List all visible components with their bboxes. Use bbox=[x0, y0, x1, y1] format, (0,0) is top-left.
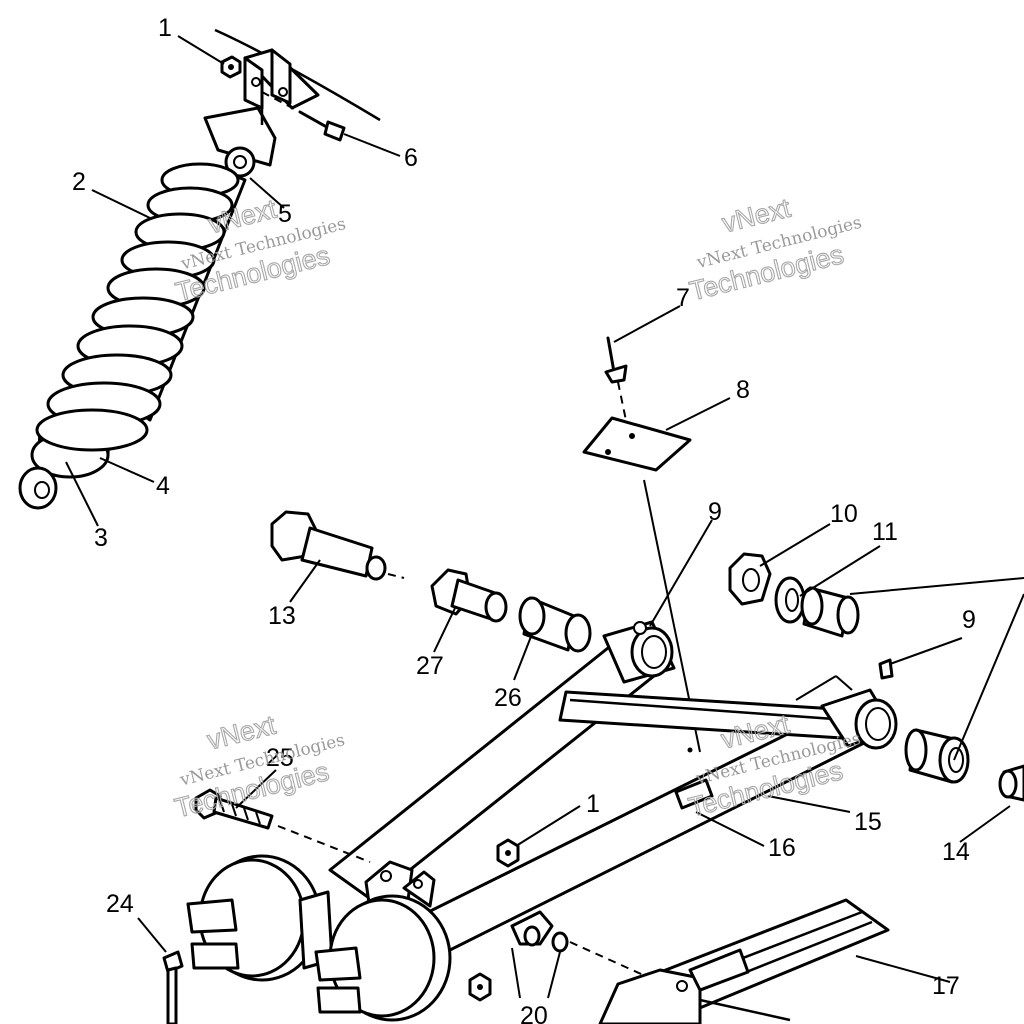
callout-1-lower: 1 bbox=[586, 790, 600, 818]
watermark-lower-right: vNext vNext Technologies Technologies bbox=[685, 708, 863, 823]
bushing-right-lower bbox=[904, 728, 970, 784]
callout-27: 27 bbox=[416, 652, 444, 680]
washer-part-20 bbox=[511, 925, 651, 999]
nut-part-1-lower bbox=[496, 838, 520, 868]
callout-14: 14 bbox=[942, 838, 970, 866]
callout-9-right: 9 bbox=[962, 606, 976, 634]
callout-7: 7 bbox=[676, 284, 690, 312]
clamp-right bbox=[314, 894, 452, 1022]
callout-9-upper: 9 bbox=[708, 498, 722, 526]
pivot-tube-left bbox=[602, 620, 676, 684]
decal-part-16 bbox=[674, 778, 714, 810]
swing-arm-frame bbox=[328, 638, 872, 962]
nut-part-1-top bbox=[220, 55, 242, 79]
bolt-part-24 bbox=[162, 950, 184, 1024]
callout-20: 20 bbox=[520, 1002, 548, 1024]
nut-lower-center bbox=[468, 972, 492, 1002]
bolt-part-25 bbox=[194, 788, 371, 863]
callout-15: 15 bbox=[854, 808, 882, 836]
slide-rail-part-17 bbox=[598, 898, 890, 1024]
callout-5: 5 bbox=[278, 200, 292, 228]
callout-25: 25 bbox=[266, 744, 294, 772]
callout-13: 13 bbox=[268, 602, 296, 630]
bolt-part-6 bbox=[261, 91, 346, 142]
callout-6: 6 bbox=[404, 144, 418, 172]
callout-24: 24 bbox=[106, 890, 134, 918]
rivet-part-7 bbox=[604, 336, 629, 431]
callout-1-top: 1 bbox=[158, 14, 172, 42]
grease-fitting-part-9-right bbox=[878, 658, 894, 680]
coil-spring bbox=[35, 162, 240, 452]
callout-26: 26 bbox=[494, 684, 522, 712]
bushing-right-upper bbox=[800, 586, 860, 638]
callout-2: 2 bbox=[72, 168, 86, 196]
bushing-part-27 bbox=[430, 568, 508, 623]
callout-10: 10 bbox=[830, 500, 858, 528]
bushing-part-14 bbox=[998, 764, 1024, 802]
callout-8: 8 bbox=[736, 376, 750, 404]
pivot-tube-right bbox=[820, 688, 898, 750]
callout-4: 4 bbox=[156, 472, 170, 500]
callout-3: 3 bbox=[94, 524, 108, 552]
pivot-bolt-part-13 bbox=[270, 510, 405, 581]
callout-16: 16 bbox=[768, 834, 796, 862]
washer-part-11 bbox=[774, 576, 806, 624]
callout-17: 17 bbox=[932, 972, 960, 1000]
watermark-upper-right: vNext vNext Technologies Technologies bbox=[686, 192, 864, 307]
nut-part-10 bbox=[728, 552, 772, 606]
watermark-lower-left: vNext vNext Technologies Technologies bbox=[171, 709, 347, 824]
leader-lines bbox=[65, 35, 1024, 983]
upper-mount-bracket bbox=[214, 28, 381, 122]
callout-11: 11 bbox=[872, 518, 898, 546]
bushing-part-26 bbox=[518, 596, 592, 653]
clamp-left bbox=[186, 854, 334, 982]
